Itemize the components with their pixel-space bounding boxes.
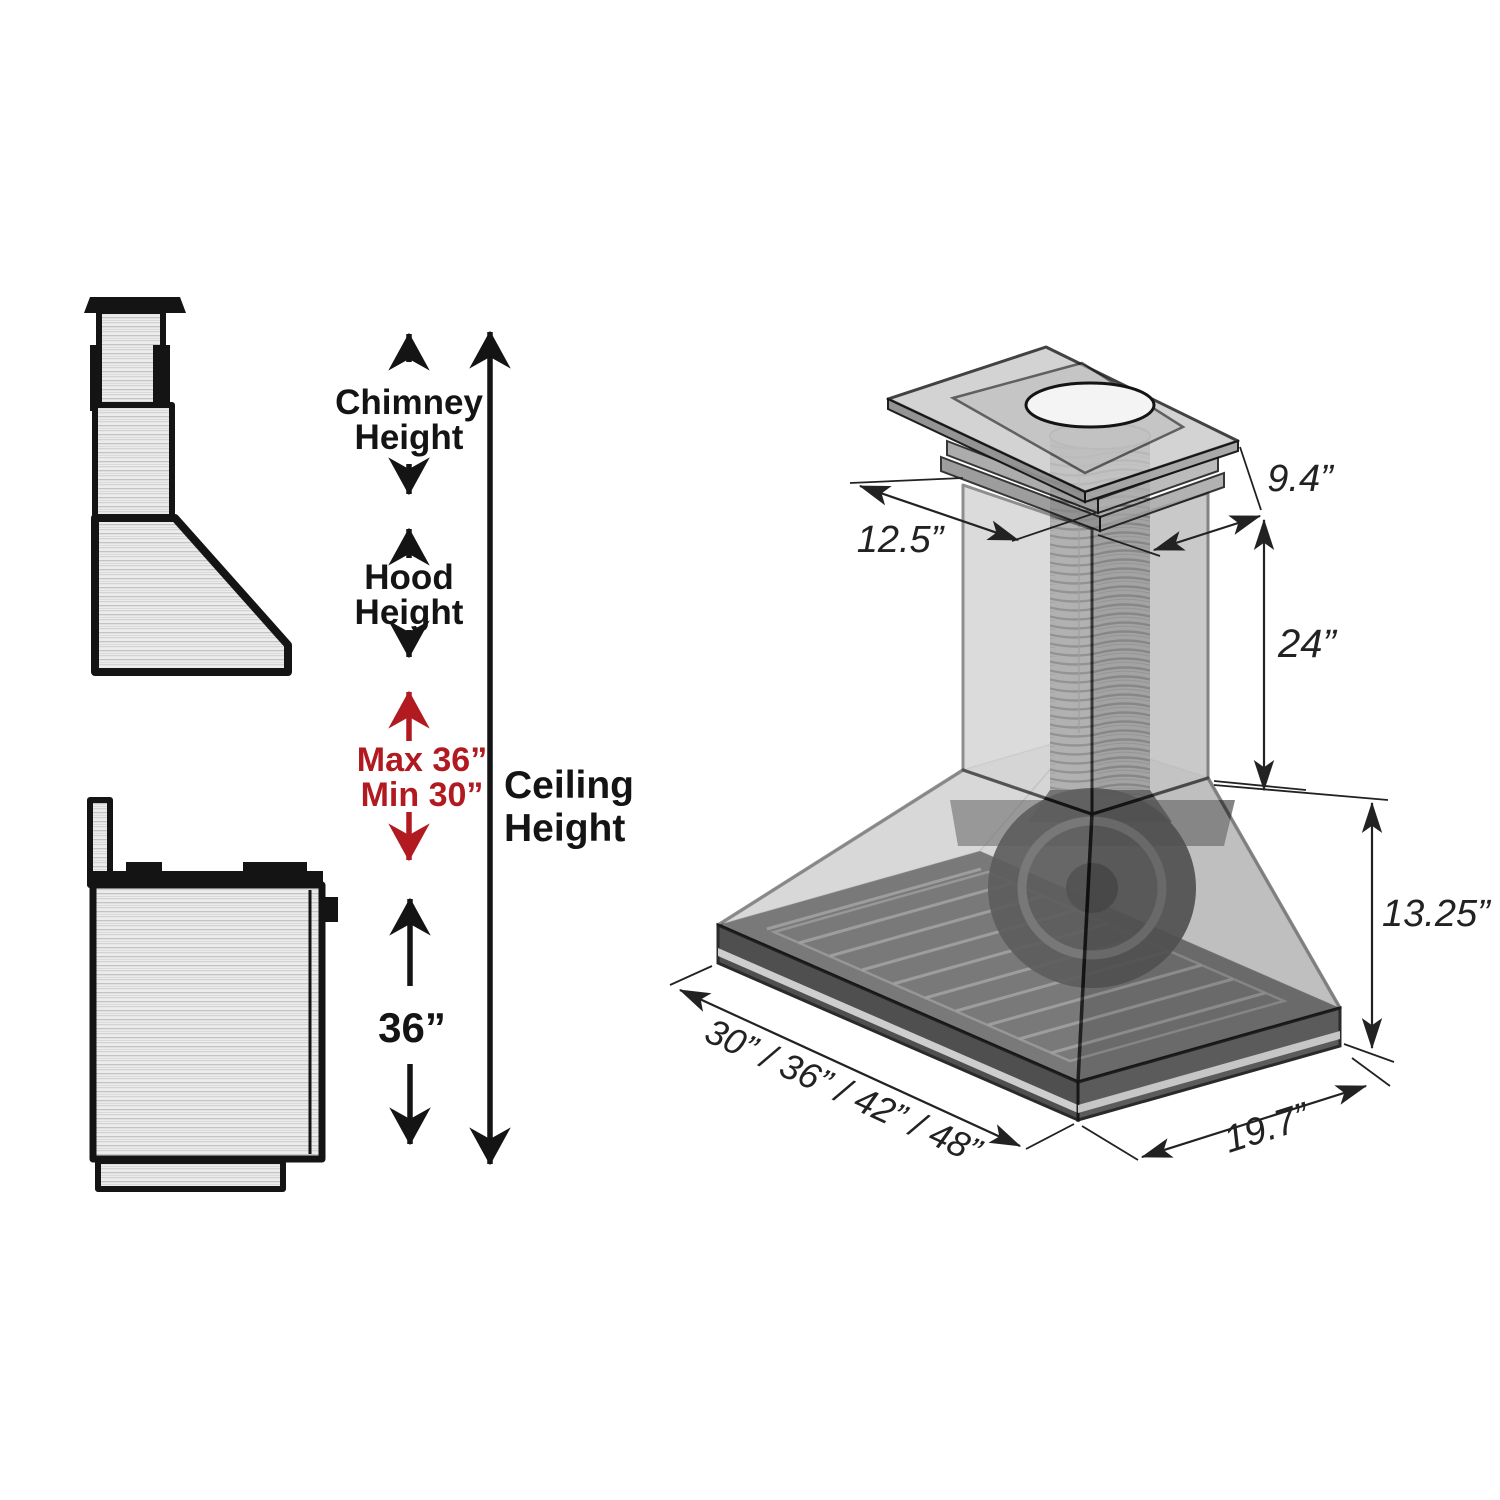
dim-line-hood-width [678, 989, 1022, 1147]
chimney-left-face [961, 483, 1094, 816]
ext-line [1213, 784, 1389, 801]
installation-side-diagram: Chimney Height Hood Height Max 36” Min 3… [84, 297, 634, 1192]
hood-3d-dimension-drawing: 12.5” 9.4” 24” 13.25” 30” / 36” / 42” / … [669, 345, 1492, 1172]
ext-line [1343, 1043, 1395, 1063]
ext-line [1025, 1123, 1075, 1150]
ext-line [1239, 446, 1262, 511]
dim-line-chimney-width [858, 484, 1020, 542]
hood-height-label-line1: Hood [364, 558, 453, 597]
chimney-depth-value: 9.4” [1267, 458, 1335, 500]
range-handle [320, 897, 338, 922]
chimney-right-face [1090, 491, 1210, 816]
chimney-width-value: 12.5” [857, 519, 946, 561]
dim-line-hood-depth [1140, 1084, 1368, 1159]
ext-line [669, 965, 713, 986]
canopy-back-left-face [717, 734, 1082, 926]
hood-depth-value: 19.7” [1219, 1095, 1316, 1162]
dim-line-chimney-depth [1152, 514, 1262, 552]
hood-chimney-bracket-right [153, 345, 170, 411]
ext-line [1011, 511, 1099, 542]
chimney-height-label-line1: Chimney [335, 383, 483, 422]
range-base-drawer [95, 1158, 286, 1192]
ceiling-height-label-line1: Ceiling [504, 764, 634, 807]
plate-edge-right [1084, 439, 1239, 504]
ceiling-height-label-line2: Height [504, 807, 625, 850]
ext-line [1213, 780, 1307, 791]
chimney-column [961, 448, 1210, 816]
chimney-height-value: 24” [1277, 622, 1337, 666]
clearance-max-label: Max 36” [357, 741, 487, 779]
wall-hood-silhouette [84, 297, 292, 676]
hood-body-height-value: 13.25” [1382, 893, 1492, 935]
chimney-height-label-line2: Height [355, 418, 464, 457]
ext-line [849, 477, 964, 484]
dimension-annotations [669, 446, 1395, 1161]
ceiling-plate [886, 345, 1240, 504]
height-annotation-arrows [388, 330, 511, 1166]
hood-height-label-line2: Height [355, 593, 464, 632]
ext-line [1081, 1125, 1139, 1161]
ext-line [1097, 534, 1161, 557]
range-to-hood-label: 36” [378, 1004, 446, 1051]
hood-canopy [91, 514, 292, 676]
duct-hole [1024, 381, 1156, 429]
clearance-min-label: Min 30” [361, 776, 484, 814]
ext-line [1351, 1057, 1391, 1087]
range-body [89, 881, 326, 1163]
hood-chimney-bracket-left [90, 345, 101, 411]
range-silhouette [87, 797, 338, 1192]
hood-lower-chimney [92, 402, 175, 524]
chimney-collar [940, 439, 1225, 533]
